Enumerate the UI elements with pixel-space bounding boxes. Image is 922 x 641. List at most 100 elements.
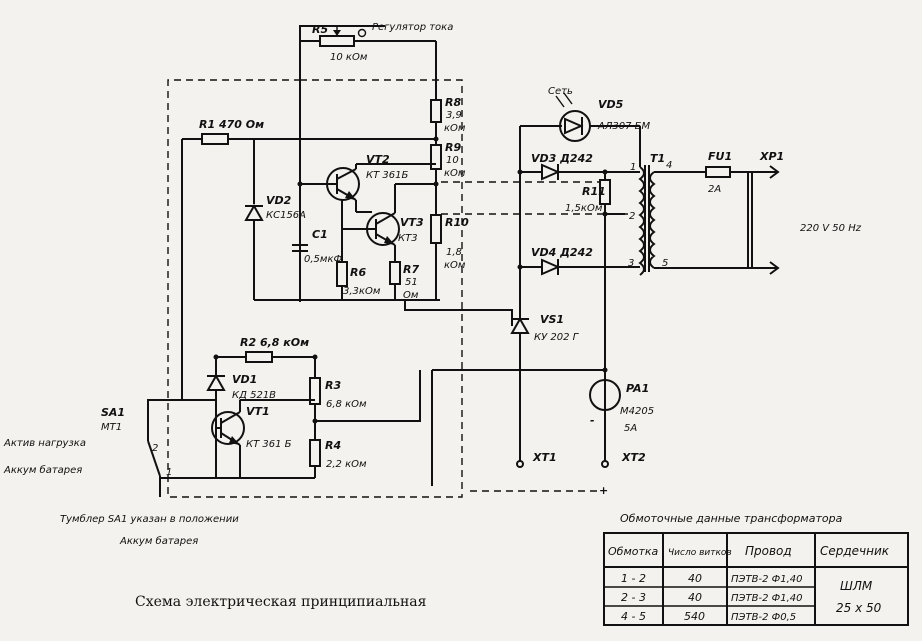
- set-label: Сеть: [548, 86, 573, 97]
- vs1-type: КУ 202 Г: [534, 332, 580, 343]
- pin-5: 5: [662, 258, 668, 269]
- r10-value: 1,8: [446, 247, 462, 258]
- r4-label: R4: [325, 439, 341, 452]
- ammeter-pa1: [431, 369, 621, 486]
- sa1-type: МТ1: [101, 422, 122, 433]
- row1-wire: ПЭТВ-2 Ф1,40: [731, 574, 803, 585]
- row2-turns: 40: [688, 591, 702, 604]
- vt2-type: КТ 361Б: [366, 170, 408, 181]
- pin-2: 2: [629, 211, 635, 222]
- c1-label: C1: [312, 228, 328, 241]
- xt1-label: XT1: [532, 451, 557, 464]
- r2-label: R2 6,8 кОм: [240, 336, 309, 349]
- xt2-label: XT2: [621, 451, 646, 464]
- r6-r7: [336, 261, 513, 320]
- battery-label: Аккум батарея: [3, 464, 82, 476]
- vd5-label: VD5: [598, 98, 624, 111]
- r10-label: R10: [445, 216, 469, 229]
- transformer-t1: [638, 165, 752, 276]
- t1-label: T1: [650, 152, 665, 165]
- vt1-label: VT1: [246, 405, 270, 418]
- header-wire: Провод: [745, 544, 792, 558]
- minus-sign: -: [590, 414, 595, 427]
- pa1-label: PA1: [626, 382, 649, 395]
- right-divider: [430, 99, 442, 300]
- row3-turns: 540: [684, 610, 705, 623]
- pin-1: 1: [630, 162, 636, 173]
- vd2-label: VD2: [266, 194, 292, 207]
- pin-4: 4: [666, 160, 672, 171]
- r7-unit: Ом: [403, 290, 419, 301]
- r5-potentiometer: [299, 25, 437, 100]
- sa1-pin1: 1: [166, 467, 172, 478]
- vd1-type: КД 521В: [232, 390, 276, 401]
- vt3-label: VT3: [400, 216, 424, 229]
- r1-label: R1 470 Ом: [199, 118, 264, 131]
- row1-turns: 40: [688, 572, 702, 585]
- r5-label: R5: [312, 23, 328, 36]
- r11-value: 1,5кОм: [565, 203, 603, 214]
- switch-note-line2: Аккум батарея: [119, 535, 198, 547]
- vd4-label: VD4 Д242: [531, 246, 593, 259]
- vd5-type: АЛ307 БМ: [597, 121, 650, 132]
- r11-label: R11: [582, 185, 606, 198]
- r9-unit: кОм: [444, 168, 466, 179]
- left-section: [181, 44, 440, 400]
- switch-sa1: [147, 399, 216, 497]
- fu1-label: FU1: [708, 150, 732, 163]
- r7-value: 51: [405, 277, 418, 288]
- r9-value: 10: [446, 155, 459, 166]
- pin-3: 3: [628, 258, 634, 269]
- row3-wire: ПЭТВ-2 Ф0,5: [731, 612, 796, 623]
- r8-label: R8: [445, 96, 461, 109]
- winding-table: [603, 532, 909, 626]
- r8-value: 3,9: [446, 110, 462, 121]
- mains-label: 220 V 50 Hz: [800, 223, 862, 234]
- plus-sign: +: [599, 484, 608, 497]
- power-section: [517, 92, 641, 450]
- xp1-label: XP1: [759, 150, 784, 163]
- regulator-label: Регулятор тока: [372, 22, 453, 33]
- page-title: Схема электрическая принципиальная: [135, 594, 427, 610]
- vt1-type: КТ 361 Б: [246, 439, 292, 450]
- r6-label: R6: [350, 266, 366, 279]
- r9-label: R9: [445, 141, 461, 154]
- row1-winding: 1 - 2: [621, 572, 646, 585]
- dashed-links: [441, 181, 630, 492]
- active-load-label: Актив нагрузка: [3, 438, 86, 449]
- r3-label: R3: [325, 379, 341, 392]
- switch-note-line1: Тумблер SA1 указан в положении: [60, 513, 239, 525]
- r8-unit: кОм: [444, 123, 466, 134]
- r5-value: 10 кОм: [330, 52, 368, 63]
- sa1-pin2: 2: [152, 443, 158, 454]
- row3-winding: 4 - 5: [621, 610, 646, 623]
- pa1-value: 5А: [624, 423, 637, 434]
- pa1-type: М4205: [620, 406, 654, 417]
- vs1-label: VS1: [540, 313, 564, 326]
- r10-unit: кОм: [444, 260, 466, 271]
- header-winding: Обмотка: [608, 545, 659, 558]
- row2-winding: 2 - 3: [621, 591, 646, 604]
- vd3-label: VD3 Д242: [531, 152, 593, 165]
- r7-label: R7: [403, 263, 419, 276]
- winding-table-caption: Обмоточные данные трансформатора: [620, 512, 843, 525]
- vd2-type: КС156А: [266, 210, 306, 221]
- vt3-type: КТ3: [398, 233, 418, 244]
- r6-value: 3,3кОм: [343, 286, 381, 297]
- lower-board: [182, 351, 421, 479]
- core-size: 25 х 50: [836, 601, 882, 615]
- header-turns: Число витков: [668, 548, 732, 558]
- c1-value: 0,5мкФ: [304, 254, 342, 265]
- vt2-label: VT2: [366, 153, 390, 166]
- header-core: Сердечник: [820, 544, 890, 558]
- mains-input: [705, 165, 780, 275]
- core-type: ШЛМ: [840, 579, 873, 593]
- vt3-transistor: [341, 183, 436, 262]
- row2-wire: ПЭТВ-2 Ф1,40: [731, 593, 803, 604]
- vd1-label: VD1: [232, 373, 257, 386]
- sa1-label: SA1: [101, 406, 125, 419]
- r3-value: 6,8 кОм: [326, 399, 367, 410]
- r4-value: 2,2 кОм: [326, 459, 367, 470]
- fu1-value: 2А: [708, 184, 721, 195]
